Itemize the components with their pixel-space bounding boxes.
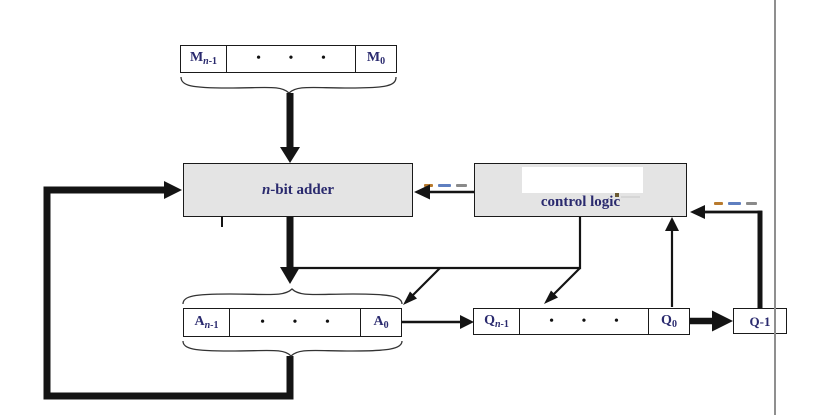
m-brace-icon (180, 76, 397, 94)
arrow-m-to-adder-head (280, 147, 300, 163)
erased-text-remnant (714, 202, 757, 205)
a-high-label: An-1 (194, 313, 219, 331)
q-high-label: Qn-1 (484, 312, 509, 330)
q-minus-1-label: Q-1 (749, 313, 771, 329)
qminus1-to-control-head (690, 205, 705, 219)
arrow-adder-to-a-head (280, 267, 300, 284)
q-register-cell-low: Q0 (649, 309, 689, 334)
arrow-shift-to-q-head (544, 290, 558, 304)
m-high-label: Mn-1 (189, 50, 218, 67)
q-register-cell-high: Qn-1 (474, 309, 520, 334)
n-bit-adder-block: n-bit adder (183, 163, 413, 217)
a-low-label: A0 (373, 313, 389, 331)
a-register: An-1 • • • A0 (183, 308, 402, 337)
control-logic-label: control logic (540, 194, 621, 210)
arrow-shift-to-a-head (403, 291, 417, 305)
q-register-cell-middle: • • • (520, 309, 649, 334)
a-lower-brace-icon (182, 340, 403, 357)
m-register: Mn-1 • • • M0 (180, 45, 397, 73)
control-shift-line (292, 217, 582, 270)
a-upper-brace-icon (182, 288, 403, 305)
a-register-cell-low: A0 (361, 309, 401, 336)
erased-text-remnant (621, 196, 640, 198)
m-register-cell-high: Mn-1 (181, 46, 227, 72)
erased-text-remnant (424, 184, 467, 187)
ellipsis-dots: • • • (549, 313, 631, 329)
q-minus-1-register: Q-1 (733, 308, 787, 334)
feedback-loop-a-to-adder (43, 186, 294, 400)
arrow-a-to-q-head (460, 315, 474, 329)
erased-text-remnant (615, 193, 619, 197)
arrow-q-to-qminus1-head (712, 310, 733, 332)
a-register-cell-high: An-1 (184, 309, 230, 336)
adder-label: n-bit adder (261, 181, 335, 198)
m-low-label: M0 (366, 50, 386, 67)
m-register-cell-low: M0 (356, 46, 396, 72)
arrow-shift-to-a (408, 267, 441, 300)
ellipsis-dots: • • • (260, 314, 342, 330)
q-register: Qn-1 • • • Q0 (473, 308, 690, 335)
arrow-shift-to-q (549, 267, 581, 299)
m-register-cell-middle: • • • (227, 46, 356, 72)
ellipsis-dots: • • • (256, 51, 338, 66)
q-low-label: Q0 (661, 312, 677, 330)
a-register-cell-middle: • • • (230, 309, 361, 336)
erased-area (522, 167, 643, 193)
arrow-q0-to-control-head (665, 217, 679, 231)
feedback-loop-head (164, 181, 182, 199)
control-logic-block: control logic (474, 163, 687, 217)
